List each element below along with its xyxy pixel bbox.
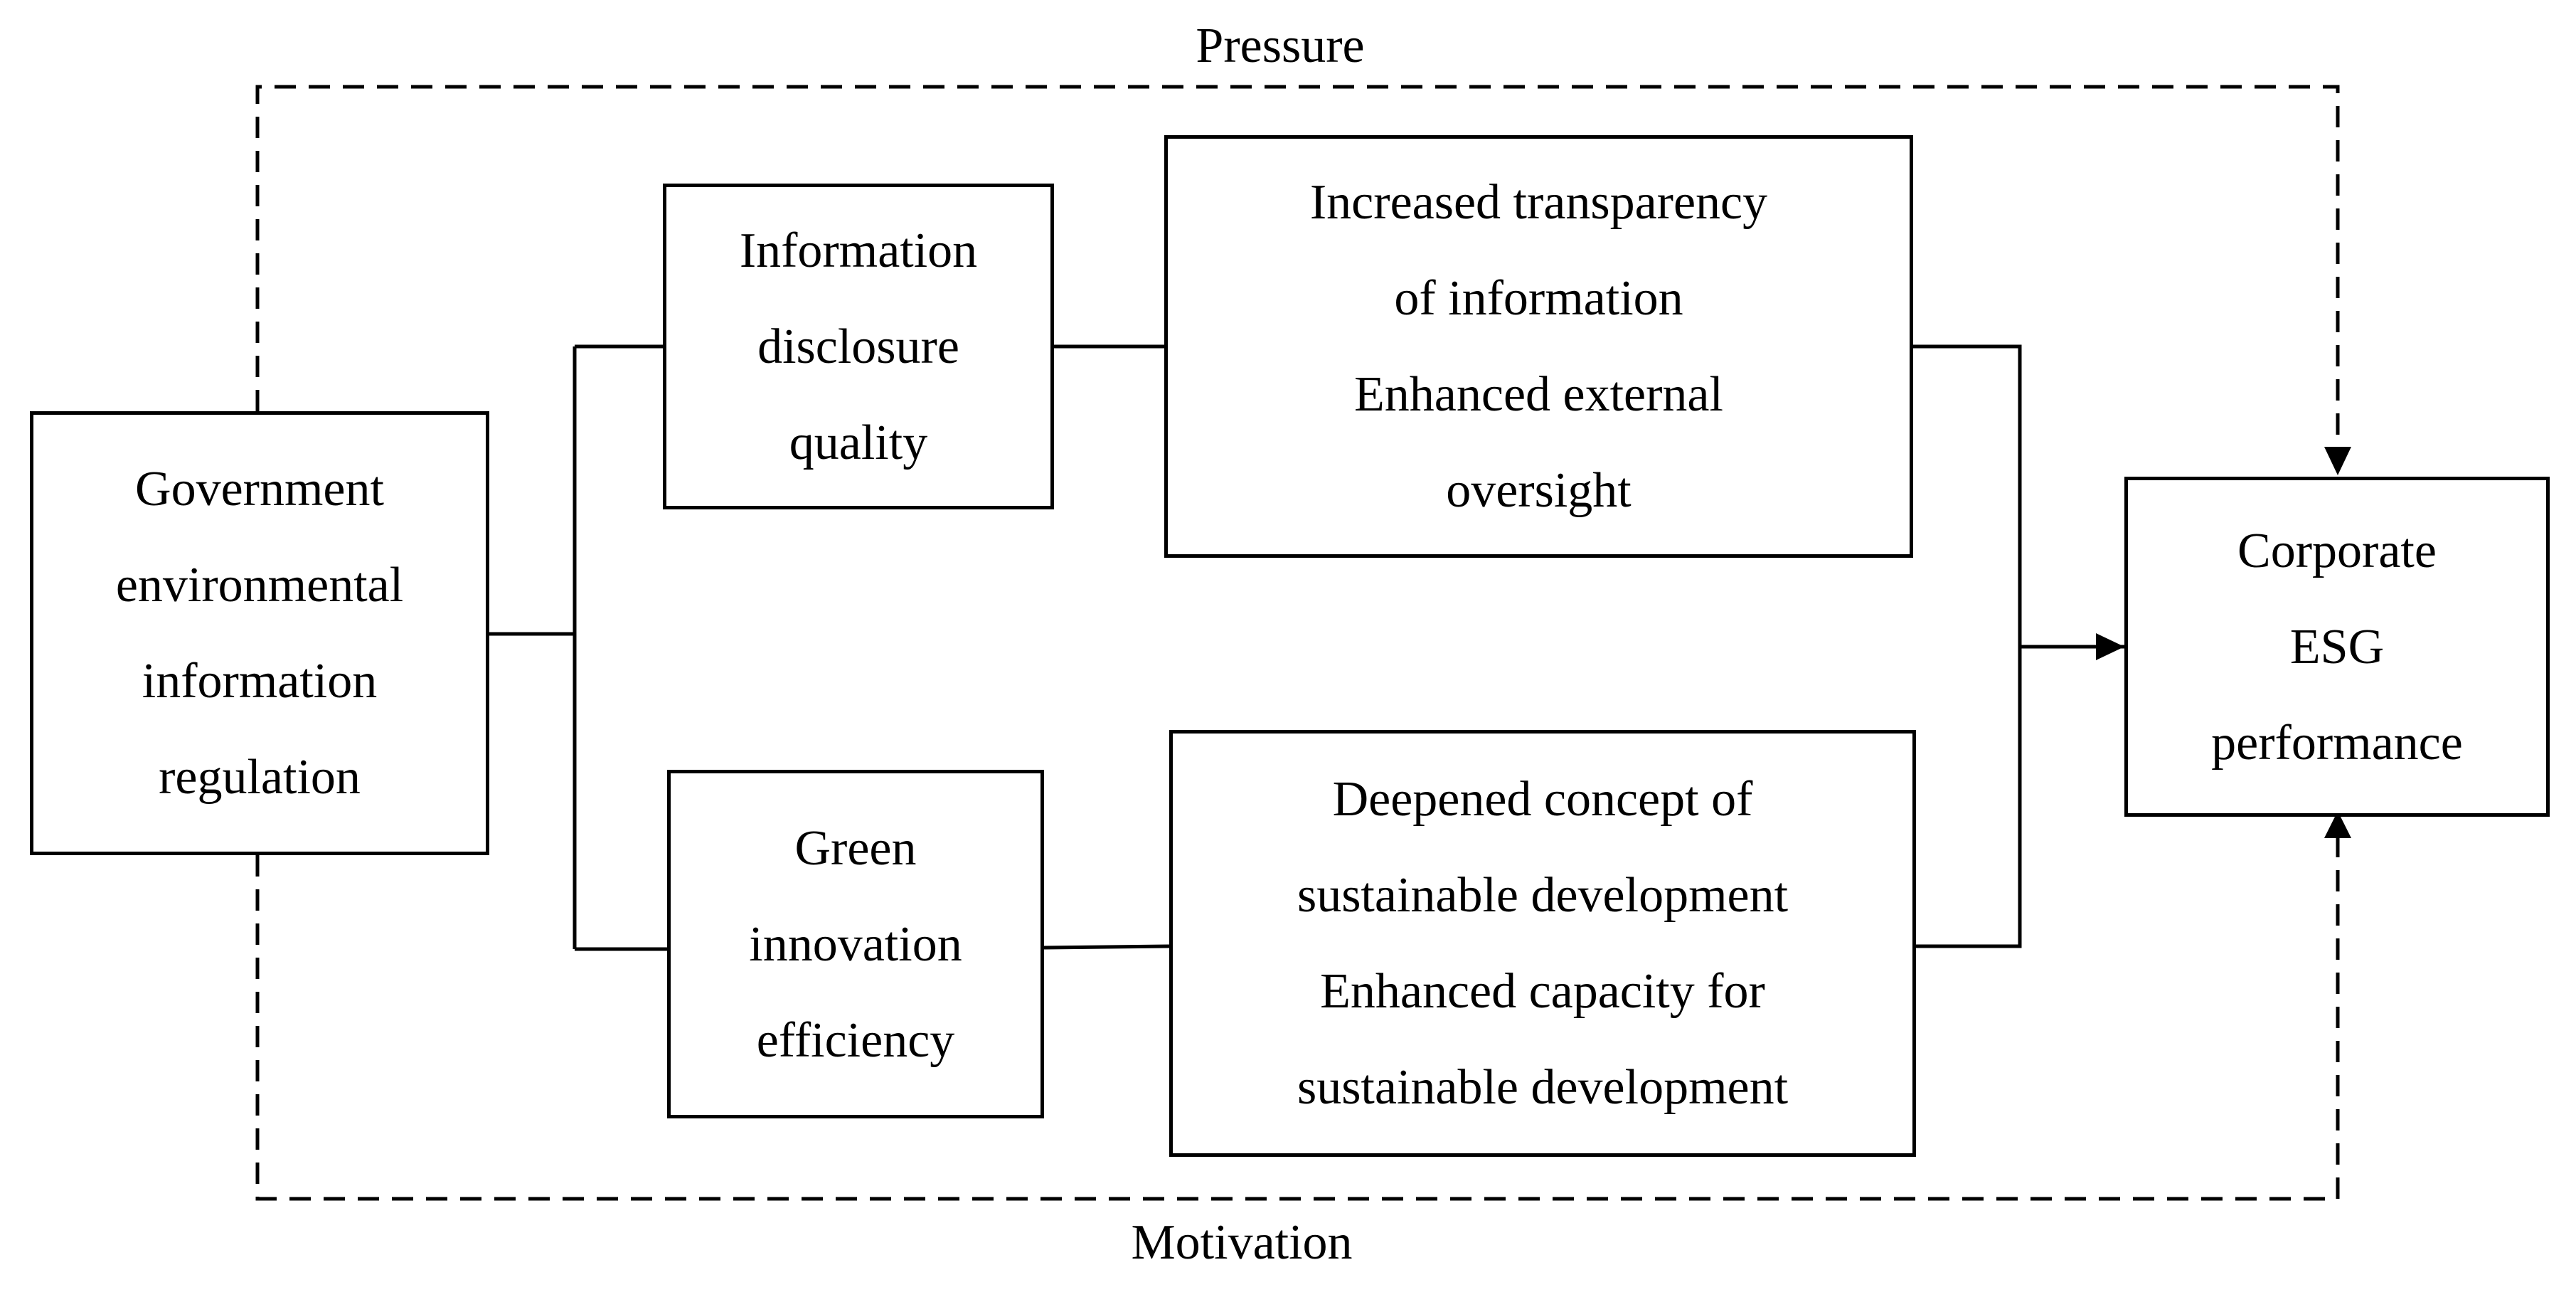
node-disclosure-line: quality [789,415,928,470]
node-transparency: Increased transparency of information En… [1164,135,1913,558]
node-sustainability-line: sustainable development [1297,868,1789,923]
node-transparency-line: of information [1394,271,1683,326]
arrowhead-esg [2096,633,2124,660]
node-esg-line: Corporate [2237,523,2437,578]
node-transparency-line: oversight [1446,463,1632,518]
branch-line [489,346,577,949]
node-innovation-line: innovation [749,916,962,972]
node-regulation: Government environmental information reg… [30,411,489,855]
node-disclosure-line: Information [739,223,978,278]
node-esg-line: performance [2211,715,2463,771]
node-regulation-line: regulation [159,750,361,805]
node-esg-line: ESG [2289,619,2385,674]
node-sustainability-line: sustainable development [1297,1060,1789,1115]
node-disclosure-quality: Information disclosure quality [663,184,1054,509]
node-regulation-line: environmental [115,558,404,613]
pressure-label: Pressure [1190,21,1371,71]
node-innovation-line: efficiency [756,1012,955,1068]
merge-line [1913,344,2124,948]
node-sustainability-line: Deepened concept of [1332,772,1753,827]
arrow-innovation-to-sustainability [1043,944,1170,950]
node-innovation-line: Green [794,820,917,876]
node-esg-performance: Corporate ESG performance [2124,477,2550,817]
node-sustainability-line: Enhanced capacity for [1320,964,1765,1019]
node-transparency-line: Enhanced external [1354,367,1723,422]
node-sustainability: Deepened concept of sustainable developm… [1169,730,1916,1157]
node-green-innovation: Green innovation efficiency [667,770,1044,1118]
node-disclosure-line: disclosure [757,319,959,374]
node-regulation-line: Government [135,462,384,517]
node-transparency-line: Increased transparency [1309,175,1768,230]
node-regulation-line: information [142,654,378,709]
motivation-dashed-path [255,824,2340,1201]
motivation-label: Motivation [1125,1218,1358,1268]
arrowhead-pressure [2324,447,2351,475]
arrowhead-motivation [2324,811,2351,838]
